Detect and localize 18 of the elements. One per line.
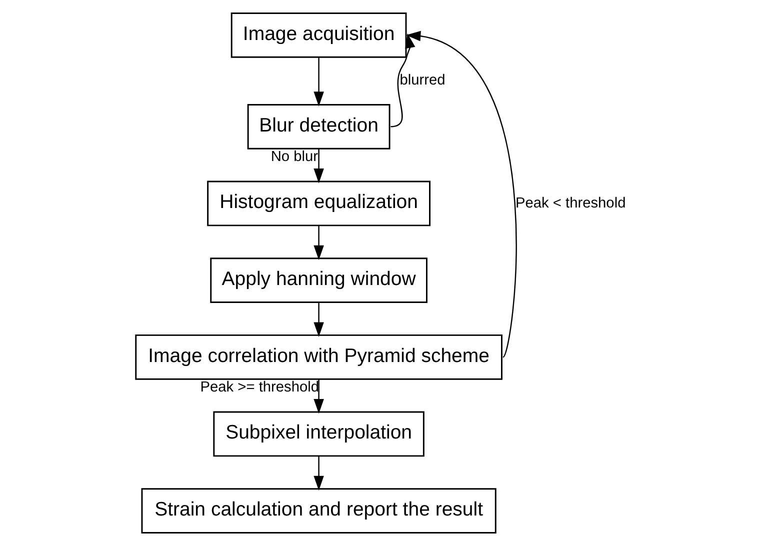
arrow: [314, 149, 324, 184]
arrow: [314, 58, 324, 106]
arrow: [314, 456, 324, 491]
node-box: Blur detection: [247, 104, 390, 150]
node-box: Strain calculation and report the result: [141, 488, 496, 534]
node-box: Apply hanning window: [210, 258, 428, 303]
arrow: [314, 380, 324, 414]
node-box: Image correlation with Pyramid scheme: [135, 334, 502, 380]
edge-label: blurred: [400, 72, 446, 89]
arrow: [314, 226, 324, 260]
node-box: Image acquisition: [230, 12, 407, 58]
edge-label: No blur: [270, 148, 318, 165]
arrow: [406, 30, 517, 358]
node-box: Histogram equalization: [207, 180, 431, 226]
edge-label: Peak < threshold: [516, 195, 626, 212]
arrow: [314, 302, 324, 337]
node-box: Subpixel interpolation: [213, 411, 424, 457]
edge-label: Peak >= threshold: [200, 379, 320, 396]
